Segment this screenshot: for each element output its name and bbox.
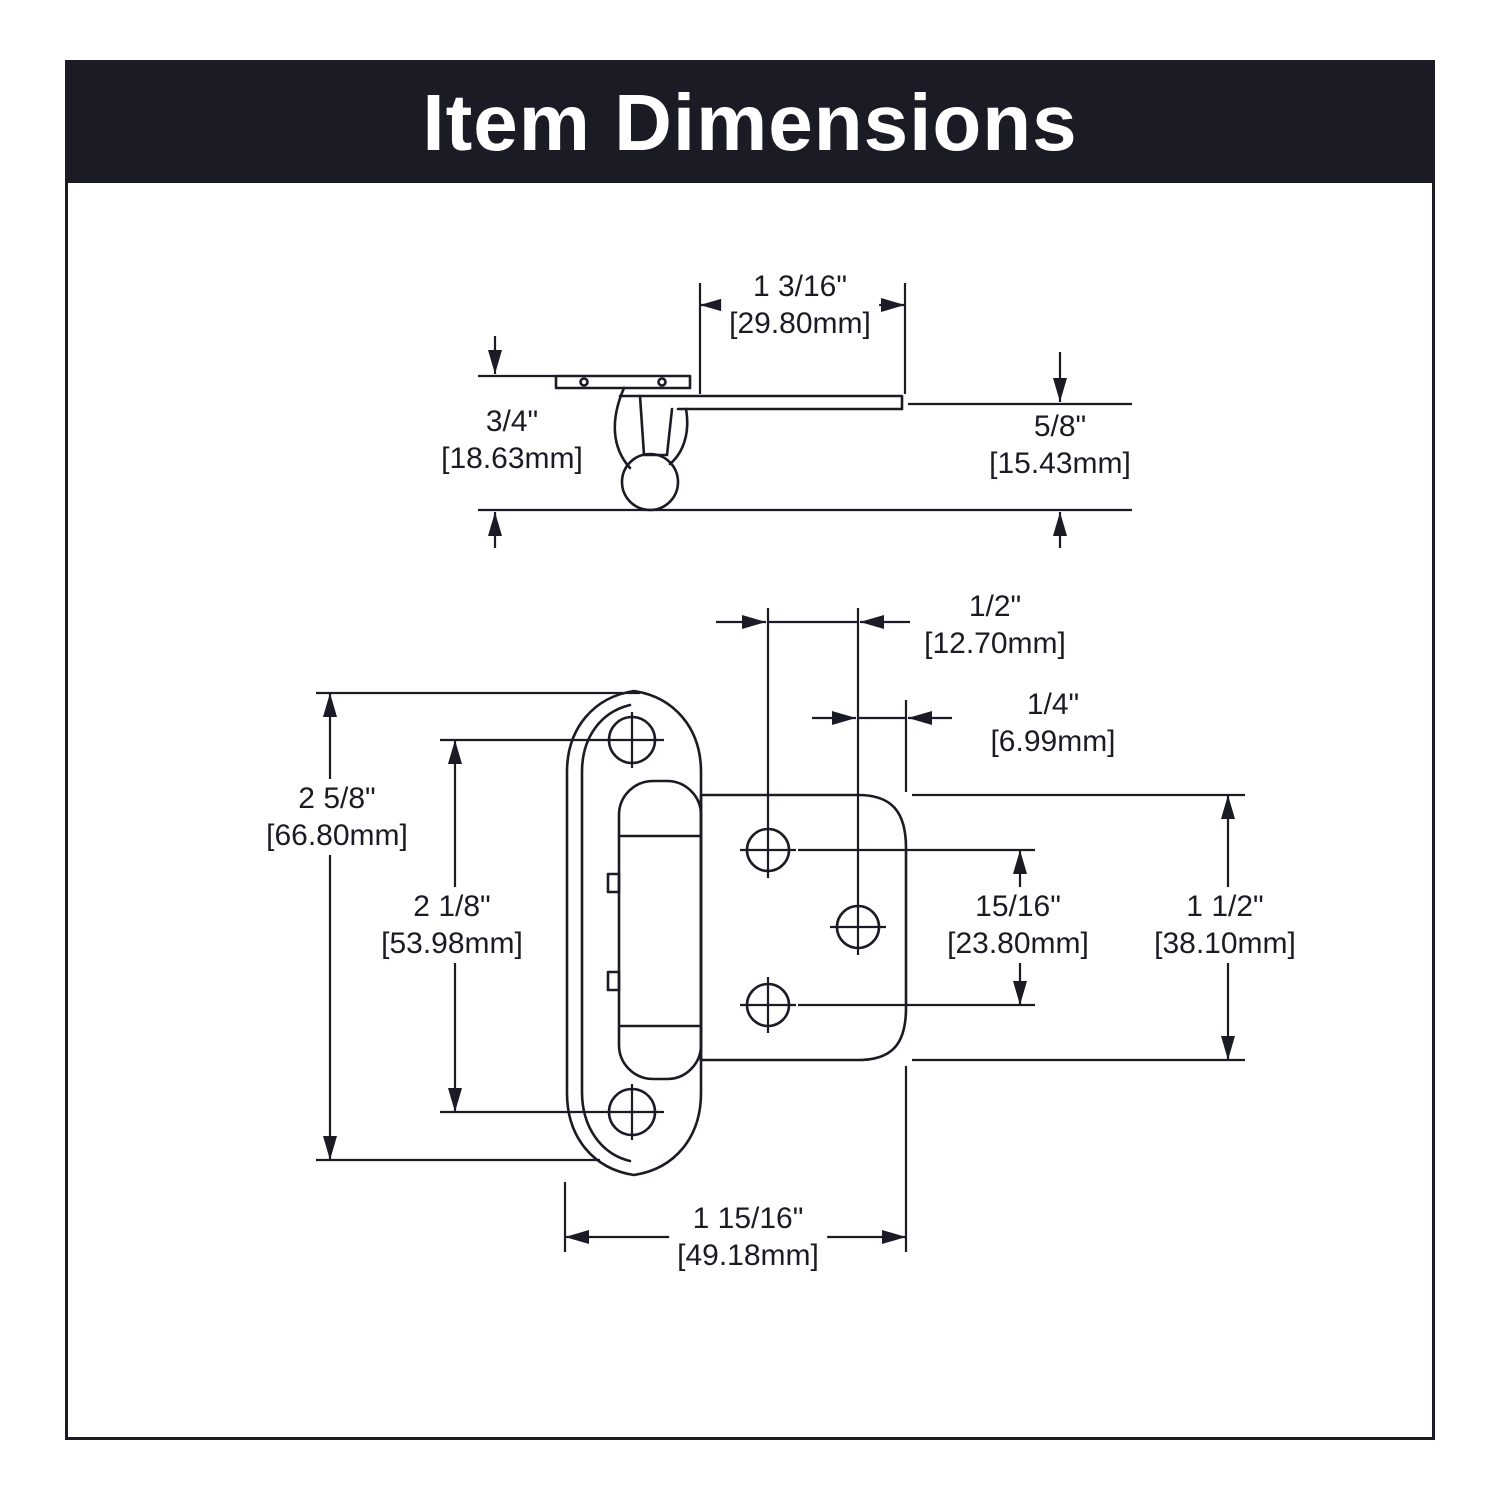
hinge-side-view [554,374,904,512]
dim-mm: [18.63mm] [441,442,583,475]
dim-front-edge-offset-lines [812,700,952,792]
dim-side-cup-height: 3/4" [18.63mm] [433,402,591,478]
front-plate [699,793,908,1062]
dim-mm: [49.18mm] [677,1239,819,1272]
dim-front-flange-height-lines [316,691,640,1162]
dim-inches: 1 15/16" [692,1202,804,1235]
dim-inches: 1 3/16" [752,270,848,303]
dim-side-arm-height-lines [908,352,1132,548]
dim-mm: [12.70mm] [924,627,1066,660]
dim-mm: [38.10mm] [1154,927,1296,960]
dim-mm: [15.43mm] [989,447,1131,480]
dim-side-cup-height-lines [478,336,1132,548]
dim-mm: [23.80mm] [947,927,1089,960]
dim-inches: 1/2" [968,590,1022,623]
dim-mm: [29.80mm] [729,307,871,340]
side-cup-right [668,407,689,466]
dim-inches: 5/8" [1033,410,1087,443]
side-knuckle [620,452,680,512]
dim-side-arm-length: 1 3/16" [29.80mm] [721,267,879,343]
dim-front-overall-width: 1 15/16" [49.18mm] [669,1199,827,1275]
dim-side-arm-height: 5/8" [15.43mm] [981,407,1139,483]
side-cup-left [613,386,632,470]
plate-hole-center [830,899,886,955]
spring-nub-top [606,872,621,894]
dim-inches: 3/4" [485,405,539,438]
dim-mm: [53.98mm] [381,927,523,960]
spring-nub-bottom [606,970,621,992]
dim-mm: [66.80mm] [266,819,408,852]
dim-front-flange-hole-spacing: 2 1/8" [53.98mm] [373,887,531,963]
front-flange-inner [580,703,632,1163]
front-flange [565,689,703,1177]
page-title: Item Dimensions [422,78,1078,167]
side-arm [618,394,904,411]
dim-front-edge-offset: 1/4" [6.99mm] [982,685,1124,761]
dim-front-hole-offset: 1/2" [12.70mm] [916,587,1074,663]
dim-front-flange-height: 2 5/8" [66.80mm] [258,779,416,855]
front-spring-body [617,779,703,1081]
dim-inches: 1/4" [1026,688,1080,721]
side-cup-inner [638,394,674,457]
dim-inches: 2 5/8" [298,782,376,815]
dim-mm: [6.99mm] [990,725,1116,758]
dim-front-plate-height: 1 1/2" [38.10mm] [1146,887,1304,963]
dim-front-hole-offset-lines [716,608,910,899]
dim-inches: 1 1/2" [1186,890,1264,923]
plate-hole-bottom [740,977,796,1033]
flange-hole-top [600,712,664,768]
dim-inches: 2 1/8" [413,890,491,923]
side-plate [554,374,692,390]
side-screw-detail [579,377,589,387]
hinge-front-view [565,689,908,1177]
dim-front-plate-hole-spacing: 15/16" [23.80mm] [939,887,1097,963]
side-screw-detail [657,377,667,387]
title-banner: Item Dimensions [68,63,1432,183]
plate-hole-top [740,822,796,878]
dim-inches: 15/16" [975,890,1061,923]
flange-hole-bottom [600,1084,664,1140]
